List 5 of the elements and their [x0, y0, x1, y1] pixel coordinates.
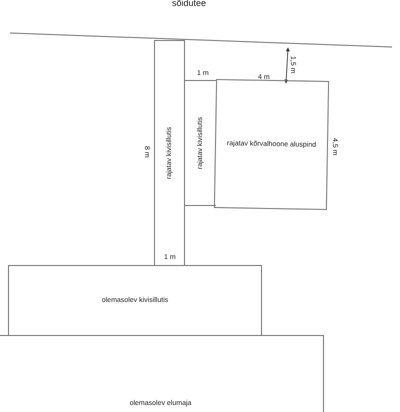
paving-strip [154, 40, 185, 266]
outbuilding-footprint [214, 79, 330, 210]
house-outline [0, 335, 324, 412]
paving-area [8, 265, 262, 336]
paving-strip [184, 80, 216, 206]
